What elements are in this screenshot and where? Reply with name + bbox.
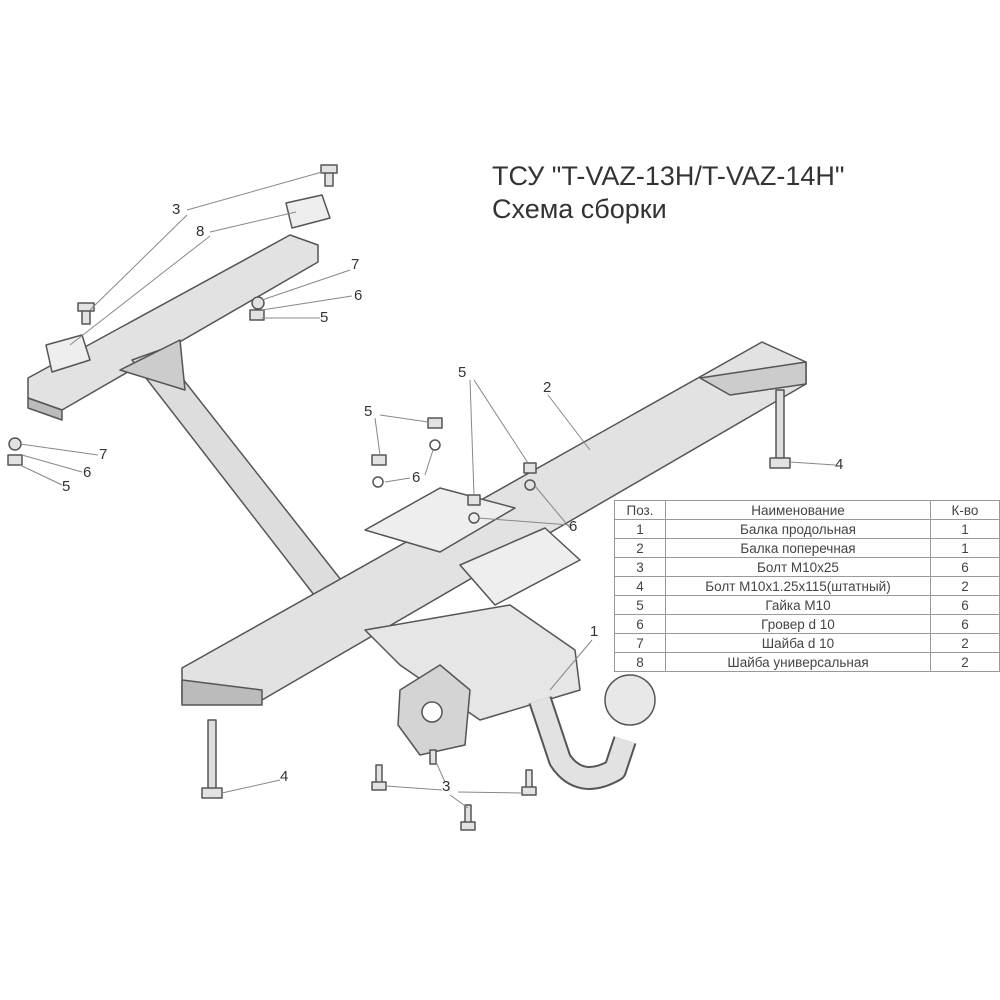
callout-label: 6	[83, 464, 92, 481]
cell-quantity: 6	[930, 614, 1000, 634]
header-name: Наименование	[665, 500, 931, 520]
cell-name: Балка поперечная	[665, 538, 931, 558]
callout-label: 3	[442, 778, 451, 795]
title-model: ТСУ "T-VAZ-13H/T-VAZ-14H"	[492, 161, 845, 191]
header-quantity: К-во	[930, 500, 1000, 520]
callout-label: 2	[543, 379, 552, 396]
drawing-title: ТСУ "T-VAZ-13H/T-VAZ-14H" Схема сборки	[492, 160, 844, 226]
cell-position: 4	[614, 576, 666, 596]
callout-label: 3	[172, 201, 181, 218]
cell-quantity: 2	[930, 576, 1000, 596]
cell-position: 5	[614, 595, 666, 615]
leader-lines	[19, 171, 836, 809]
callout-label: 6	[354, 287, 363, 304]
cell-position: 1	[614, 519, 666, 539]
hitch-beam	[364, 604, 581, 721]
callout-label: 6	[569, 518, 578, 535]
callout-label: 4	[280, 768, 289, 785]
callout-label: 5	[320, 309, 329, 326]
cell-name: Гровер d 10	[665, 614, 931, 634]
cell-name: Болт M10x25	[665, 557, 931, 577]
cell-quantity: 2	[930, 633, 1000, 653]
callout-label: 6	[412, 469, 421, 486]
cell-quantity: 1	[930, 519, 1000, 539]
cell-position: 6	[614, 614, 666, 634]
cell-position: 8	[614, 652, 666, 672]
cell-position: 7	[614, 633, 666, 653]
callout-label: 7	[351, 256, 360, 273]
callout-label: 1	[590, 623, 599, 640]
cell-quantity: 6	[930, 557, 1000, 577]
cell-name: Гайка M10	[665, 595, 931, 615]
t-tube	[131, 349, 346, 601]
callout-label: 8	[196, 223, 205, 240]
callout-label: 5	[364, 403, 373, 420]
cell-name: Балка продольная	[665, 519, 931, 539]
cell-name: Болт M10x1.25x115(штатный)	[665, 576, 931, 596]
title-subtitle: Схема сборки	[492, 194, 667, 224]
cell-quantity: 6	[930, 595, 1000, 615]
cell-position: 2	[614, 538, 666, 558]
callout-label: 7	[99, 446, 108, 463]
table-header-row: Поз. Наименование К-во	[614, 500, 1000, 520]
cell-name: Шайба d 10	[665, 633, 931, 653]
callout-label: 4	[835, 456, 844, 473]
cell-name: Шайба универсальная	[665, 652, 931, 672]
cell-quantity: 2	[930, 652, 1000, 672]
cell-position: 3	[614, 557, 666, 577]
callout-label: 5	[62, 478, 71, 495]
callout-label: 5	[458, 364, 467, 381]
tow-ball	[604, 674, 656, 726]
header-position: Поз.	[614, 500, 666, 520]
cell-quantity: 1	[930, 538, 1000, 558]
